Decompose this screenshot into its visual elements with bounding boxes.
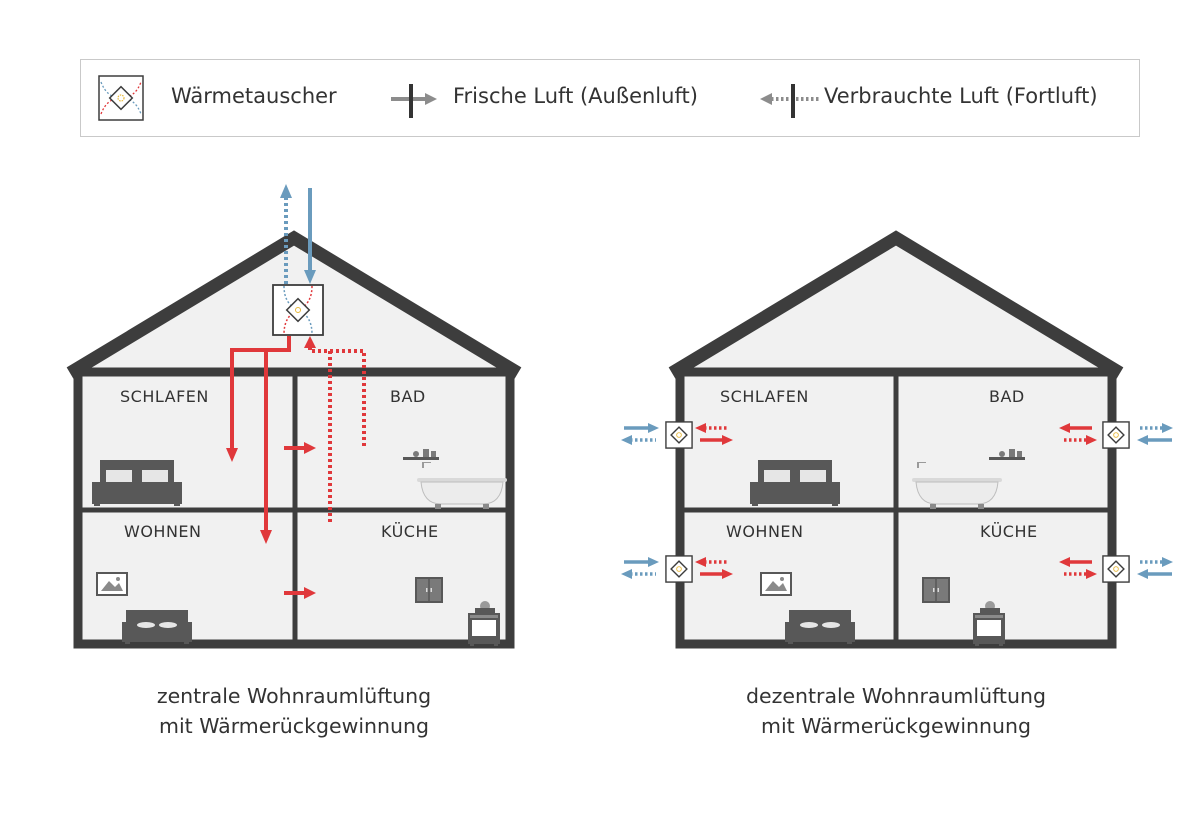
central-transfer-arrows — [284, 442, 316, 599]
central-house — [66, 184, 522, 649]
heat-exchanger-icon — [98, 75, 144, 121]
decentral-caption-line2: mit Wärmerückgewinnung — [760, 714, 1032, 738]
legend-exhaust-air-label: Verbrauchte Luft (Fortluft) — [824, 84, 1098, 108]
central-exhaust-ducts — [308, 346, 366, 522]
wall-heat-exchanger-icon — [1102, 421, 1130, 449]
decentral-room-kueche: KÜCHE — [980, 522, 1038, 541]
decentral-roof — [680, 238, 1112, 368]
decentral-left-flows — [621, 423, 733, 579]
decentral-room-wohnen: WOHNEN — [726, 522, 804, 541]
picture-icon — [96, 572, 128, 596]
central-room-wohnen: WOHNEN — [124, 522, 202, 541]
legend-heat-exchanger-label: Wärmetauscher — [171, 84, 337, 108]
legend: Wärmetauscher Frische Luft (Außenluft) V… — [80, 59, 1140, 137]
central-room-kueche: KÜCHE — [381, 522, 439, 541]
decentral-roof-outline — [668, 230, 1124, 379]
wall-heat-exchanger-icon — [665, 555, 693, 583]
decentral-right-flows — [1059, 423, 1173, 579]
sofa-icon — [785, 610, 855, 644]
bed-icon — [750, 460, 840, 506]
central-roof-outline — [66, 230, 522, 379]
central-heat-exchanger-icon — [272, 284, 324, 336]
decentral-room-bad: BAD — [989, 387, 1025, 406]
wall-heat-exchanger-icon — [665, 421, 693, 449]
wall-heat-exchanger-icon — [1102, 555, 1130, 583]
central-caption: zentrale Wohnraumlüftung mit Wärmerückge… — [64, 681, 524, 741]
decentral-caption-line1: dezentrale Wohnraumlüftung — [746, 684, 1046, 708]
cabinet-icon — [415, 577, 443, 603]
legend-fresh-air-label: Frische Luft (Außenluft) — [453, 84, 698, 108]
central-room-bad: BAD — [390, 387, 426, 406]
decentral-house — [621, 230, 1173, 649]
central-roof-flows — [280, 184, 316, 284]
decentral-room-schlafen: SCHLAFEN — [720, 387, 809, 406]
central-supply-ducts — [230, 336, 291, 532]
bed-icon — [92, 460, 182, 506]
decentral-caption: dezentrale Wohnraumlüftung mit Wärmerück… — [666, 681, 1126, 741]
central-caption-line1: zentrale Wohnraumlüftung — [156, 684, 432, 708]
cabinet-icon — [922, 577, 950, 603]
sofa-icon — [122, 610, 192, 644]
central-room-schlafen: SCHLAFEN — [120, 387, 209, 406]
exhaust-air-arrow-icon — [760, 84, 821, 118]
central-caption-line2: mit Wärmerückgewinnung — [158, 714, 430, 738]
fresh-air-arrow-icon — [391, 84, 437, 118]
picture-icon — [760, 572, 792, 596]
